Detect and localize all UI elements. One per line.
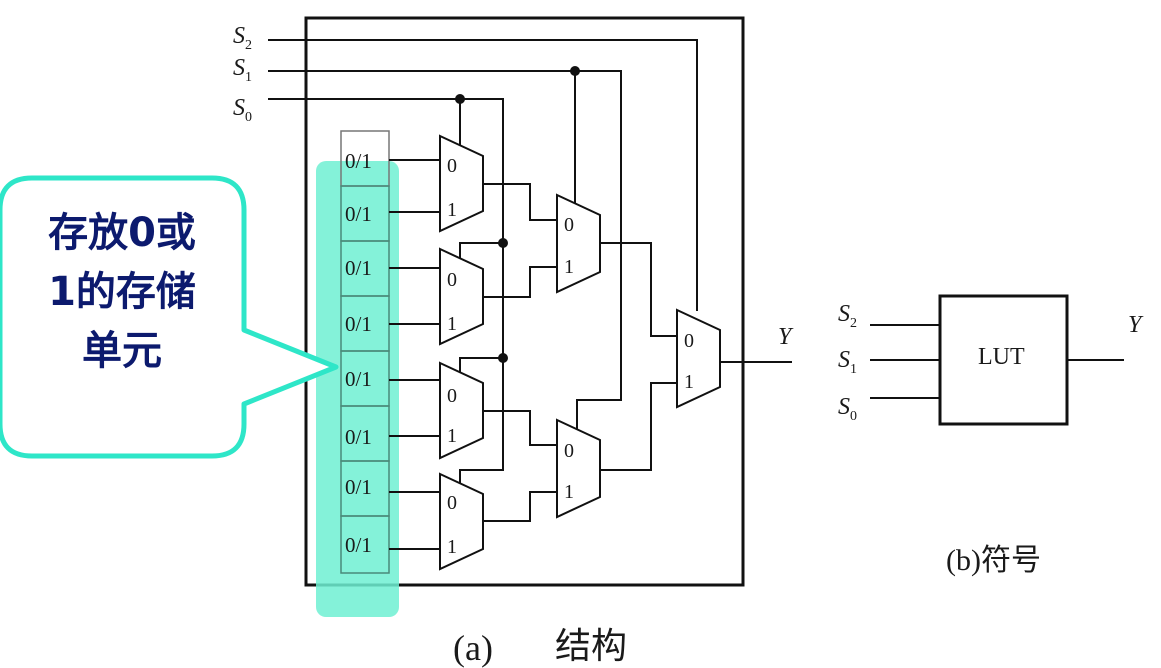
mux-7 (676, 308, 721, 409)
memory-cells: 0/1 0/1 0/1 0/1 0/1 0/1 0/1 0/1 (340, 130, 390, 574)
output-label: Y (778, 324, 794, 350)
lut-input-s2-label: S2 (838, 301, 857, 331)
select-s2-label: S2 (233, 23, 252, 53)
memory-cell-value: 0/1 (345, 202, 372, 226)
mux-input-1: 1 (684, 371, 694, 393)
junction-dot (455, 94, 465, 104)
memory-cell-value: 0/1 (345, 425, 372, 449)
select-s0-label: S0 (233, 95, 252, 125)
callout-line-2: 1的存储 (48, 269, 196, 315)
memory-cell-value: 0/1 (345, 149, 372, 173)
mux-input-0: 0 (564, 214, 574, 236)
memory-cell-value: 0/1 (345, 256, 372, 280)
mux-input-0: 0 (564, 440, 574, 462)
junction-dot (570, 66, 580, 76)
lut-output-label: Y (1128, 312, 1144, 338)
mux-input-0: 0 (447, 385, 457, 407)
caption-a-text: 结构 (555, 626, 627, 666)
callout-line-1: 存放0或 (48, 210, 196, 256)
select-wires (268, 39, 698, 484)
mux-input-1: 1 (564, 481, 574, 503)
junction-dot (498, 238, 508, 248)
mux-input-1: 1 (447, 199, 457, 221)
mux-input-0: 0 (447, 155, 457, 177)
mux-3 (439, 361, 484, 460)
memory-highlight (316, 161, 399, 617)
mux-input-1: 1 (447, 536, 457, 558)
callout-line-3: 单元 (82, 328, 162, 374)
lut-input-s0-label: S0 (838, 394, 857, 424)
lut-input-s1-label: S1 (838, 347, 857, 377)
mux-input-0: 0 (447, 269, 457, 291)
cell-wires (389, 159, 440, 550)
caption-a-letter: (a) (453, 628, 493, 668)
mux-level-2: 0 1 0 1 (556, 193, 601, 519)
callout-bubble (0, 175, 339, 459)
memory-cell-value: 0/1 (345, 367, 372, 391)
memory-cell-value: 0/1 (345, 475, 372, 499)
structure-frame (304, 16, 745, 587)
mux-input-0: 0 (447, 492, 457, 514)
lut-symbol: LUT S2 S1 S0 Y (838, 294, 1144, 426)
mux-input-1: 1 (564, 256, 574, 278)
mux-1 (439, 134, 484, 233)
mux-level-1: 0 1 0 1 0 1 0 1 (439, 134, 484, 571)
mux-level-3: 0 1 (676, 308, 792, 409)
level-2-wires (600, 242, 677, 471)
mux-input-1: 1 (447, 313, 457, 335)
lut-label: LUT (978, 344, 1025, 370)
mux-input-1: 1 (447, 425, 457, 447)
mux-4 (439, 472, 484, 571)
memory-cell-value: 0/1 (345, 533, 372, 557)
level-1-wires (483, 183, 557, 522)
junction-dot (498, 353, 508, 363)
memory-cell-value: 0/1 (345, 312, 372, 336)
memory-cell (340, 515, 390, 574)
mux-2 (439, 247, 484, 346)
select-labels: S2 S1 S0 (233, 23, 252, 125)
caption-b: (b)符号 (946, 544, 1041, 577)
mux-6 (556, 418, 601, 519)
select-s1-label: S1 (233, 55, 252, 85)
mux-5 (556, 193, 601, 294)
mux-input-0: 0 (684, 330, 694, 352)
